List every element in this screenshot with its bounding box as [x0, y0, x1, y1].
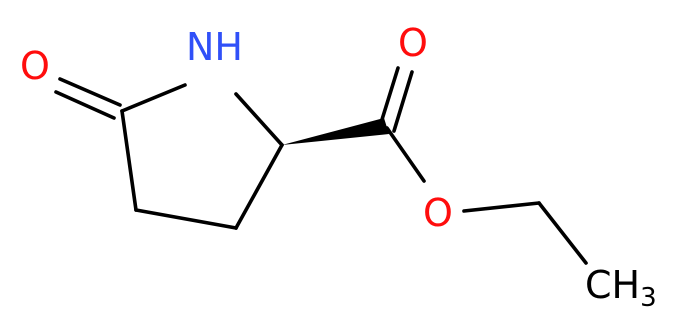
bond-c5-n	[120, 83, 187, 113]
atom-methyl-label: CH3	[585, 263, 657, 313]
atom-methyl-subscript: 3	[640, 283, 657, 313]
bond-c3-c4	[134, 208, 238, 230]
bond-n-c2	[234, 92, 284, 147]
wedge-bond-c2-ester	[282, 118, 389, 145]
atom-oxygen-ester-carbonyl: O	[398, 21, 428, 65]
bond-ester-c-o-2	[392, 70, 414, 133]
bond-ester-c-oether	[385, 126, 426, 183]
bond-c2-c3	[234, 143, 284, 230]
atom-methyl-ch: CH	[585, 263, 640, 307]
bond-ch2-ch3	[537, 201, 588, 265]
bond-ester-c-o-1	[378, 66, 400, 128]
atom-oxygen-ring: O	[20, 44, 50, 88]
bond-c5-o-2	[54, 90, 116, 120]
bond-c4-c5	[120, 109, 138, 212]
atom-nitrogen: NH	[186, 25, 243, 69]
bond-c5-o-1	[58, 77, 122, 107]
bond-oether-ch2	[462, 201, 541, 213]
atom-oxygen-ether: O	[423, 191, 453, 235]
